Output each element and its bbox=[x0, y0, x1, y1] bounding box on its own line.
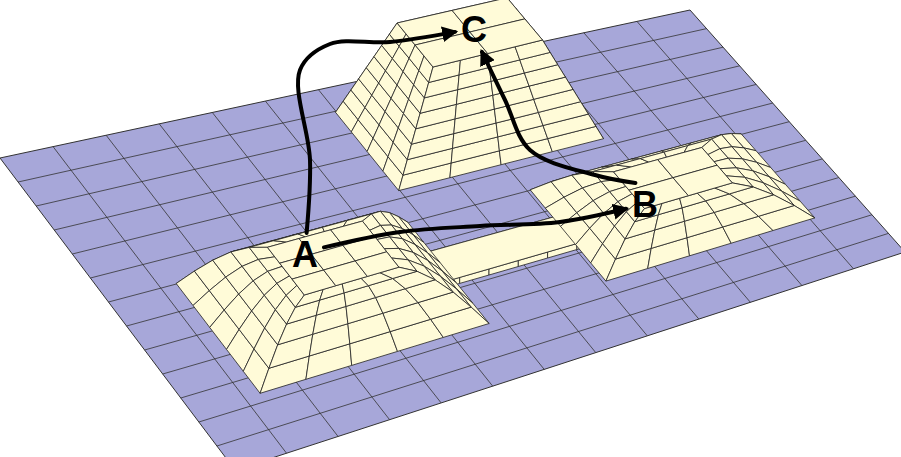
site-letter: B bbox=[632, 186, 658, 224]
flow-arrow bbox=[482, 52, 635, 183]
flow-arrow bbox=[324, 209, 626, 248]
flow-arrow bbox=[298, 32, 455, 233]
mound-c bbox=[336, 0, 604, 191]
site-letter: A bbox=[292, 236, 318, 274]
mound-a bbox=[176, 211, 489, 393]
mound-b bbox=[530, 134, 815, 282]
site-label: C bbox=[458, 11, 490, 49]
ground-grid bbox=[0, 10, 901, 457]
site-label: A bbox=[289, 236, 321, 274]
site-letter: C bbox=[461, 11, 487, 49]
site-label: B bbox=[629, 186, 661, 224]
